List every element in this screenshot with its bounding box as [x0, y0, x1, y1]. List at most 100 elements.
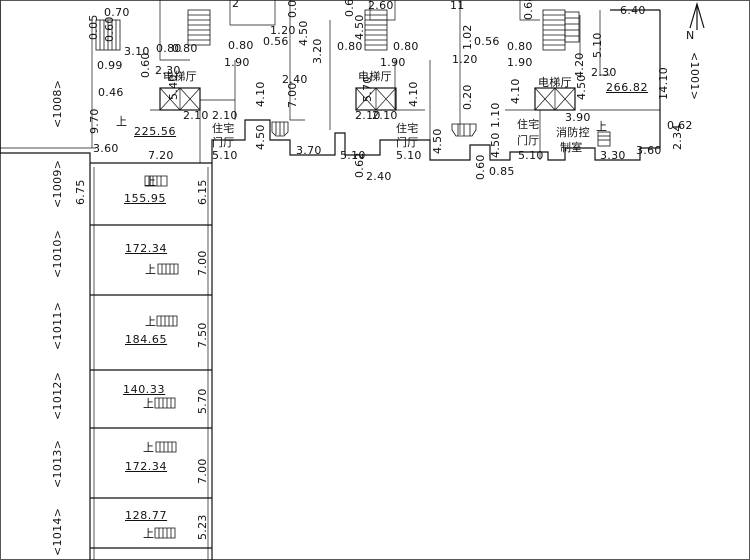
dim: 0.80 — [507, 40, 533, 53]
dim: 1.90 — [507, 56, 533, 69]
room-elevator-hall: 电梯厅 — [358, 70, 392, 83]
dim: 6.40 — [620, 4, 646, 17]
dim: 7.50 — [196, 322, 209, 348]
up-label: 上 — [143, 441, 155, 454]
dim: 1.02 — [461, 24, 474, 50]
unit-tag-1012: <1012> — [51, 371, 64, 420]
dim: 2.40 — [366, 170, 392, 183]
unit-tag-1014: <1014> — [51, 507, 64, 556]
dim: 3.60 — [93, 142, 119, 155]
dim: 0.60 — [474, 154, 487, 180]
dim: 4.10 — [254, 81, 267, 107]
dim: 3.30 — [600, 149, 626, 162]
dim: 1.10 — [489, 102, 502, 128]
dim: 2.10 — [355, 109, 381, 122]
dim: 5.70 — [361, 76, 374, 102]
dim: 5.10 — [340, 149, 366, 162]
dim: 3.10 — [124, 45, 150, 58]
dim: 0.60 — [139, 52, 152, 78]
unit-stair-symbols — [144, 175, 179, 539]
dim: 1.90 — [224, 56, 250, 69]
unit-area-1013: 172.34 — [125, 460, 168, 473]
room-elevator-hall: 电梯厅 — [163, 70, 197, 83]
dim: 4.50 — [353, 14, 366, 40]
dim: 7.00 — [286, 82, 299, 108]
dim: 1.20 — [452, 53, 478, 66]
north-label: N — [686, 29, 695, 42]
dim: 7.00 — [196, 458, 209, 484]
dim: 3.20 — [311, 38, 324, 64]
dim: 5.23 — [196, 514, 209, 540]
room-lobby: 门厅 — [396, 136, 419, 149]
dim: 0.80 — [172, 42, 198, 55]
unit-area-1010: 172.34 — [125, 242, 168, 255]
room-lobby: 门厅 — [517, 134, 540, 147]
unit-area-1014: 128.77 — [125, 509, 168, 522]
unit-area-1009: 155.95 — [124, 192, 167, 205]
up-label: 上 — [145, 263, 157, 276]
room-fire-control: 制室 — [560, 141, 583, 154]
dim: 4.50 — [489, 132, 502, 158]
dim: 0.62 — [353, 152, 366, 178]
north-arrow-icon — [689, 1, 705, 30]
dim: 5.10 — [518, 149, 544, 162]
dim: 4.50 — [297, 20, 310, 46]
room-fire-control: 消防控 — [556, 126, 590, 139]
dim: 3.70 — [296, 144, 322, 157]
dim: 14.10 — [657, 67, 670, 100]
unit-area-1008: 225.56 — [134, 125, 177, 138]
unit-tag-1011: <1011> — [51, 301, 64, 350]
up-label: 上 — [143, 527, 155, 540]
dim: 0.99 — [97, 59, 123, 72]
dim: 5.70 — [196, 388, 209, 414]
dim: 5.10 — [396, 149, 422, 162]
dim: 6.15 — [196, 179, 209, 205]
up-label: 上 — [145, 175, 157, 188]
unit-area-1001: 266.82 — [606, 81, 649, 94]
dim: 4.10 — [509, 78, 522, 104]
unit-tag-1008: <1008> — [51, 79, 64, 128]
dim: 0.68 — [522, 0, 535, 20]
room-lobby: 住宅 — [517, 118, 540, 131]
dim: 0.80 — [337, 40, 363, 53]
dim: 4.50 — [575, 74, 588, 100]
dim: 0.60 — [103, 16, 116, 42]
dim: 0.80 — [393, 40, 419, 53]
dim: 11 — [450, 0, 465, 12]
up-label: 上 — [116, 115, 128, 128]
dim: 7.20 — [148, 149, 174, 162]
dim: 2.34 — [671, 124, 684, 150]
room-lobby: 住宅 — [396, 122, 419, 135]
dim: 5.10 — [591, 32, 604, 58]
unit-area-1012: 140.33 — [123, 383, 166, 396]
dim: 5.40 — [167, 74, 180, 100]
up-label: 上 — [143, 397, 155, 410]
dim: 3.60 — [636, 144, 662, 157]
unit-tag-1013: <1013> — [51, 439, 64, 488]
dim: 0.02 — [286, 0, 299, 18]
dim: 2.60 — [368, 0, 394, 12]
dim: 4.10 — [407, 81, 420, 107]
up-label: 上 — [596, 120, 608, 133]
room-lobby: 门厅 — [212, 136, 235, 149]
dim: 0.85 — [489, 165, 515, 178]
dim: 0.70 — [104, 6, 130, 19]
dim: 0.56 — [263, 35, 289, 48]
top-stair-symbols — [95, 19, 611, 147]
dim: 0.20 — [461, 84, 474, 110]
room-lobby: 住宅 — [212, 122, 235, 135]
dim: 4.50 — [431, 128, 444, 154]
dim: 2.30 — [155, 64, 181, 77]
dim: 9.70 — [88, 108, 101, 134]
dim: 0.56 — [474, 35, 500, 48]
dim: 6.75 — [74, 179, 87, 205]
dim: 1.20 — [270, 24, 296, 37]
up-label: 上 — [145, 315, 157, 328]
dim: 0.80 — [228, 39, 254, 52]
dim: 2.40 — [282, 73, 308, 86]
dim: 2.10 — [183, 109, 209, 122]
dim: 4.50 — [254, 124, 267, 150]
dim: 0.05 — [87, 14, 100, 40]
